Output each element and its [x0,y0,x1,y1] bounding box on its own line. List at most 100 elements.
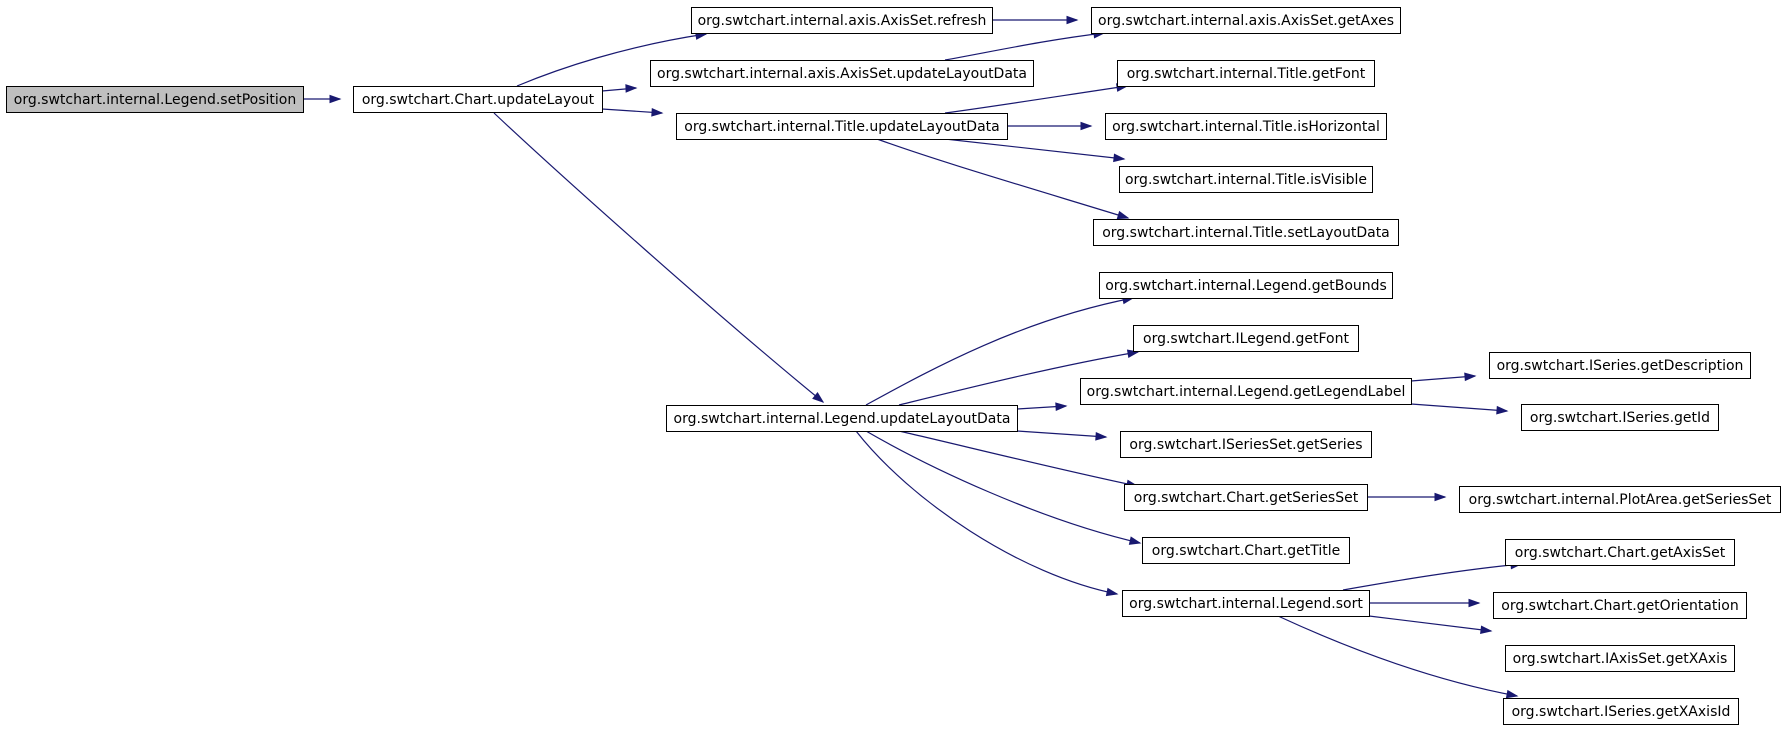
edge-n4-n9 [944,138,1126,163]
graph-node-n6[interactable]: org.swtchart.internal.axis.AxisSet.getAx… [1091,7,1401,34]
node-box[interactable] [1521,404,1719,431]
node-box[interactable] [691,7,993,34]
graph-node-n22[interactable]: org.swtchart.Chart.getOrientation [1493,592,1747,619]
node-box[interactable] [1091,7,1401,34]
graph-node-n11[interactable]: org.swtchart.internal.Legend.getBounds [1099,272,1393,299]
graph-node-n7[interactable]: org.swtchart.internal.Title.getFont [1117,60,1375,87]
node-box[interactable] [1142,537,1350,564]
node-label: org.swtchart.internal.Legend.getBounds [1105,278,1387,294]
edge-line [944,32,1105,61]
node-box[interactable] [650,60,1034,87]
graph-node-n19[interactable]: org.swtchart.ISeries.getId [1521,404,1719,431]
edge-line [865,297,1134,406]
edge-line [876,138,1129,219]
root-node-box[interactable] [6,86,304,113]
node-box[interactable] [1119,166,1373,193]
edge-arrowhead [812,392,825,403]
edge-line [1410,403,1508,412]
node-box[interactable] [676,113,1008,140]
edge-line [898,351,1139,406]
edge-n4-n7 [944,83,1129,114]
node-label: org.swtchart.internal.axis.AxisSet.getAx… [1098,13,1394,29]
edge-line [855,430,1118,595]
node-box[interactable] [1093,219,1399,246]
graph-node-n17[interactable]: org.swtchart.internal.Legend.sort [1122,590,1370,617]
node-box[interactable] [1505,645,1735,672]
graph-node-n4[interactable]: org.swtchart.internal.Title.updateLayout… [676,113,1008,140]
edge-line [1342,563,1522,591]
graph-node-n10[interactable]: org.swtchart.internal.Title.setLayoutDat… [1093,219,1399,246]
edge-n15-n20 [1367,492,1447,502]
edge-n1-n4 [601,107,664,117]
graph-node-n18[interactable]: org.swtchart.ISeries.getDescription [1489,352,1751,379]
edge-n17-n24 [1277,615,1519,699]
node-box[interactable] [1459,486,1781,513]
node-label: org.swtchart.internal.axis.AxisSet.refre… [698,13,987,29]
graph-node-n9[interactable]: org.swtchart.internal.Title.isVisible [1119,166,1373,193]
edge-line [898,430,1138,487]
graph-node-n15[interactable]: org.swtchart.Chart.getSeriesSet [1124,484,1368,511]
edge-arrowhead [1066,15,1079,25]
node-label: org.swtchart.internal.axis.AxisSet.updat… [657,66,1027,82]
node-label: org.swtchart.ISeries.getXAxisId [1512,704,1731,720]
node-label: org.swtchart.Chart.updateLayout [362,92,595,108]
graph-node-n5[interactable]: org.swtchart.internal.Legend.updateLayou… [666,405,1018,432]
node-box[interactable] [1105,113,1387,140]
edge-arrowhead [625,84,638,93]
edge-line [516,33,707,87]
edge-arrowhead [1496,405,1509,415]
node-box[interactable] [1505,539,1735,566]
node-box[interactable] [1503,698,1739,725]
node-box[interactable] [666,405,1018,432]
edge-arrowhead [1468,598,1481,608]
edge-line [1016,430,1107,438]
edge-arrowhead [1128,536,1142,545]
node-box[interactable] [1120,431,1372,458]
node-label: org.swtchart.IAxisSet.getXAxis [1513,651,1728,667]
node-box[interactable] [1489,352,1751,379]
edge-n5-n17 [855,430,1119,597]
node-label: org.swtchart.internal.Title.updateLayout… [684,119,999,135]
node-box[interactable] [1117,60,1375,87]
graph-node-n3[interactable]: org.swtchart.internal.axis.AxisSet.updat… [650,60,1034,87]
node-box[interactable] [1099,272,1393,299]
node-box[interactable] [1133,325,1359,352]
graph-node-n21[interactable]: org.swtchart.Chart.getAxisSet [1505,539,1735,566]
node-label: org.swtchart.Chart.getOrientation [1501,598,1738,614]
node-box[interactable] [1122,590,1370,617]
graph-node-n24[interactable]: org.swtchart.ISeries.getXAxisId [1503,698,1739,725]
node-label: org.swtchart.internal.Legend.sort [1129,596,1363,612]
graph-node-n12[interactable]: org.swtchart.ILegend.getFont [1133,325,1359,352]
edge-n2-n6 [992,15,1079,25]
graph-node-n8[interactable]: org.swtchart.internal.Title.isHorizontal [1105,113,1387,140]
node-box[interactable] [353,86,603,113]
node-box[interactable] [1080,378,1412,405]
graph-node-n2[interactable]: org.swtchart.internal.axis.AxisSet.refre… [691,7,993,34]
graph-node-n16[interactable]: org.swtchart.Chart.getTitle [1142,537,1350,564]
edge-n5-n13 [1016,402,1068,411]
graph-node-n14[interactable]: org.swtchart.ISeriesSet.getSeries [1120,431,1372,458]
node-label: org.swtchart.Chart.getAxisSet [1515,545,1726,561]
node-label: org.swtchart.internal.Legend.getLegendLa… [1087,384,1406,400]
graph-node-n23[interactable]: org.swtchart.IAxisSet.getXAxis [1505,645,1735,672]
edge-n4-n10 [876,138,1130,220]
graph-node-n0[interactable]: org.swtchart.internal.Legend.setPosition [6,86,304,113]
edge-arrowhead [1464,372,1477,382]
node-label: org.swtchart.internal.Title.setLayoutDat… [1102,225,1390,241]
edge-n5-n15 [898,430,1139,489]
node-box[interactable] [1124,484,1368,511]
edge-arrowhead [1505,689,1519,699]
edge-line [865,430,1141,544]
node-label: org.swtchart.ISeriesSet.getSeries [1129,437,1362,453]
node-box[interactable] [1493,592,1747,619]
graph-node-n1[interactable]: org.swtchart.Chart.updateLayout [353,86,603,113]
edge-n17-n22 [1369,598,1481,608]
edge-n13-n18 [1410,372,1477,382]
graph-node-n20[interactable]: org.swtchart.internal.PlotArea.getSeries… [1459,486,1781,513]
graph-node-n13[interactable]: org.swtchart.internal.Legend.getLegendLa… [1080,378,1412,405]
node-label: org.swtchart.internal.Title.isHorizontal [1112,119,1380,135]
edge-n1-n3 [601,84,638,93]
edge-arrowhead [1095,431,1108,441]
edge-line [1410,375,1476,382]
